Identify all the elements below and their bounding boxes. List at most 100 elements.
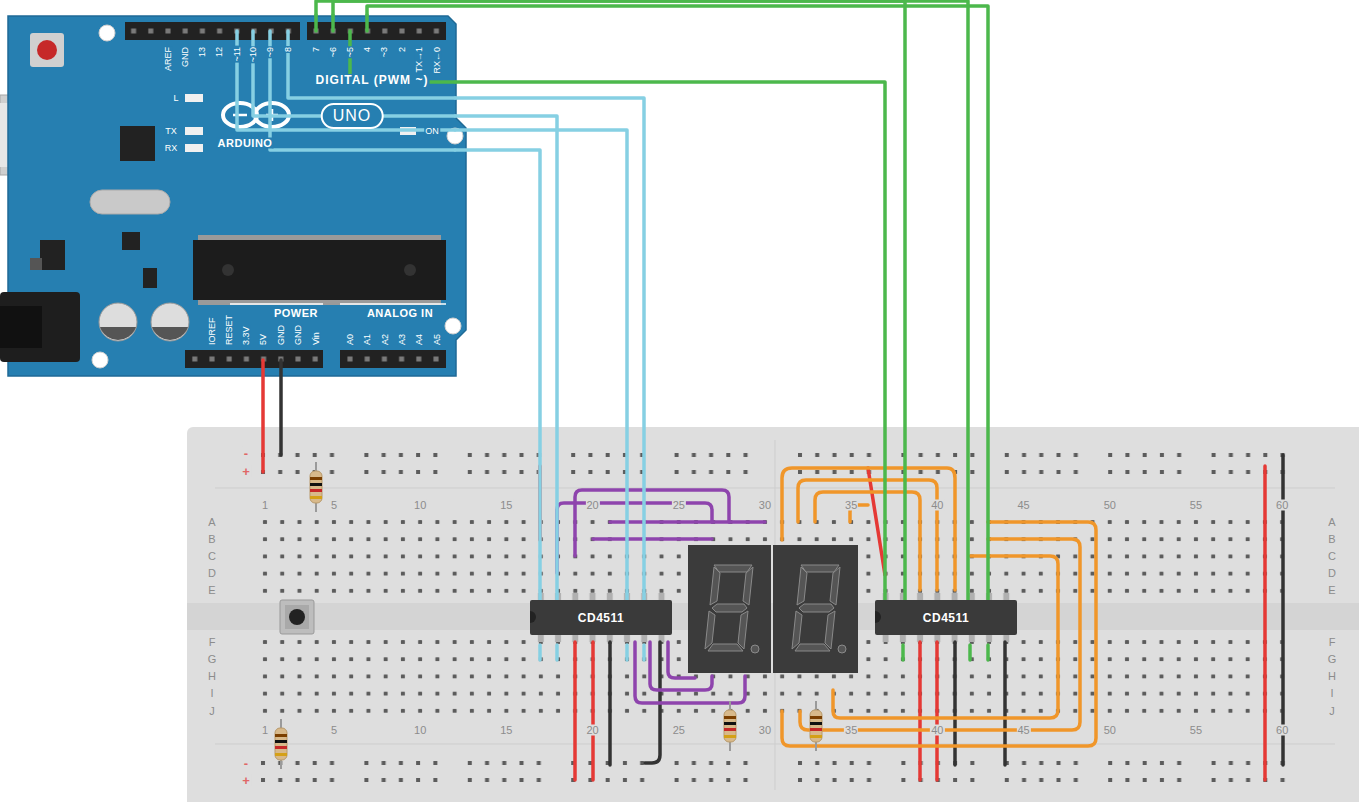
capacitor-stripe — [100, 327, 136, 340]
column-number: 1 — [261, 500, 269, 511]
wire — [555, 645, 559, 660]
led — [185, 94, 203, 102]
seven-segment-display — [773, 545, 858, 673]
header-title: POWER — [273, 308, 319, 319]
led-label: TX — [164, 127, 178, 136]
logo-minus — [233, 114, 247, 117]
header-holes — [185, 350, 323, 368]
small-chip — [122, 232, 140, 250]
wire — [261, 360, 265, 472]
pin-label: Vin — [312, 331, 321, 346]
pushbutton — [280, 600, 314, 634]
row-letter: D — [207, 568, 217, 579]
pin-label: ~11 — [233, 46, 242, 63]
header-title: DIGITAL (PWM ~) — [315, 74, 430, 86]
wire — [279, 360, 283, 455]
pin-label: IOREF — [208, 316, 217, 346]
column-number: 50 — [1103, 725, 1117, 736]
pin-header — [340, 350, 446, 368]
row-letter: J — [208, 706, 216, 717]
crystal — [90, 190, 170, 214]
wire — [782, 468, 955, 590]
wire — [668, 642, 695, 678]
column-number: 10 — [413, 500, 427, 511]
pin-label: ~10 — [249, 46, 258, 63]
column-number: 40 — [930, 500, 944, 511]
pin-header — [185, 350, 323, 368]
wire — [868, 468, 885, 575]
pin-header — [125, 22, 300, 40]
chip-dimple — [404, 264, 416, 276]
row-letter: C — [1327, 551, 1337, 562]
ic-chip: CD4511 — [875, 600, 1017, 635]
column-number: 20 — [585, 725, 599, 736]
column-number: 35 — [844, 500, 858, 511]
wire — [331, 15, 335, 31]
column-number: 5 — [330, 725, 338, 736]
pin-label: A4 — [415, 333, 424, 346]
chip-label: CD4511 — [923, 612, 969, 624]
jumper-wire — [455, 150, 540, 600]
row-letter: E — [1327, 585, 1336, 596]
board-wires — [237, 15, 455, 472]
chip-label: CD4511 — [578, 612, 624, 624]
wire — [314, 15, 318, 31]
reset-button — [30, 33, 64, 67]
column-number: 45 — [1016, 725, 1030, 736]
board-logo-text: UNO — [321, 103, 384, 129]
column-number: 55 — [1189, 725, 1203, 736]
resistor-symbol — [310, 462, 322, 512]
pushbutton-cap — [289, 609, 305, 625]
wire — [365, 15, 369, 31]
pin-label: 2 — [398, 46, 407, 53]
pin-label: 8 — [284, 46, 293, 53]
pin-label: 3.3V — [242, 325, 251, 346]
row-letter: H — [1327, 671, 1337, 682]
pin-label: AREF — [164, 46, 173, 72]
chip-legs — [881, 593, 1011, 600]
usb-chip — [120, 126, 155, 161]
column-number: 30 — [758, 725, 772, 736]
rail-sign: + — [241, 465, 251, 478]
column-number: 45 — [1016, 500, 1030, 511]
jumper-wire — [455, 130, 627, 600]
row-letter: H — [207, 671, 217, 682]
wire — [798, 480, 937, 590]
wire — [270, 31, 455, 150]
row-letter: D — [1327, 568, 1337, 579]
silkscreen-line — [340, 303, 446, 305]
silkscreen-line — [230, 303, 323, 305]
column-number: 55 — [1189, 500, 1203, 511]
power-rail — [259, 759, 776, 784]
column-number: 40 — [930, 725, 944, 736]
row-letter: A — [1327, 517, 1336, 528]
seven-segment-digit — [792, 565, 846, 653]
pin-label: 13 — [198, 46, 207, 58]
wire — [591, 642, 595, 780]
row-letter: I — [1329, 688, 1334, 699]
row-letter: B — [1327, 534, 1336, 545]
pin-label: A5 — [433, 333, 442, 346]
microcontroller — [193, 240, 446, 300]
power-rail — [259, 451, 776, 476]
pin-label: 5V — [259, 333, 268, 346]
column-number: 1 — [261, 725, 269, 736]
column-number: 25 — [672, 500, 686, 511]
resistor-symbol — [275, 719, 287, 769]
led — [185, 144, 203, 152]
jumper-wire — [455, 82, 885, 600]
pin-label: A2 — [381, 333, 390, 346]
column-number: 20 — [585, 500, 599, 511]
pin-header — [307, 22, 446, 40]
wire — [288, 31, 455, 98]
row-letter: E — [207, 585, 216, 596]
pin-label: RX←0 — [433, 46, 442, 75]
led — [185, 127, 203, 135]
pin-label: 12 — [215, 46, 224, 58]
wire — [635, 642, 745, 703]
